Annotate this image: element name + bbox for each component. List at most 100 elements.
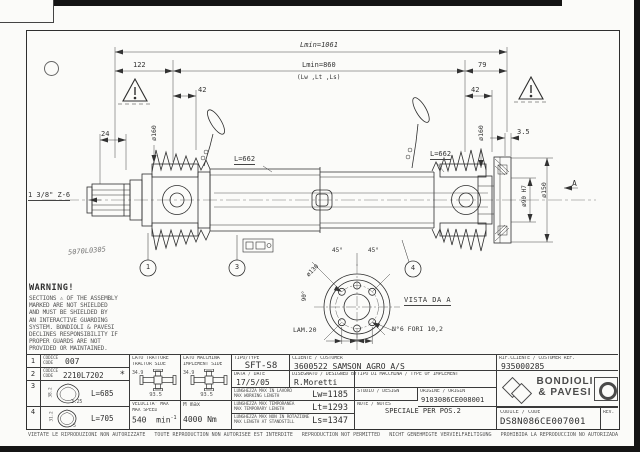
warning-triangle-left-icon [118, 77, 152, 105]
safety-decal-icon [242, 238, 274, 253]
notice-es: PROHIBIDA LA REPRODUCCION NO AUTORIZADA [500, 432, 618, 438]
customer-ref-label: RIF.CLIENTE / CUSTOMER REF. [499, 356, 575, 361]
customer-ref-value: 935000285 [501, 361, 545, 371]
flange-angle-right: 45° [368, 247, 379, 254]
flange-angle-left: 45° [332, 247, 343, 254]
fold-tab [0, 0, 54, 23]
dim-dia160-right: ø160 [477, 125, 485, 141]
code-label: CODICE [43, 356, 59, 361]
flange-view-title: VISTA DA A [404, 296, 452, 306]
part-row-3: 38.2 3.25 L=685 [41, 381, 130, 407]
len-temporary-value: Lt=1293 [312, 403, 348, 413]
date-value: 17/5/05 [236, 378, 270, 387]
designer-value: R.Moretti [294, 378, 338, 387]
cross-width: 34.9 [183, 370, 195, 376]
part-row-num: 2 [26, 368, 41, 381]
studio-cell: STUDIO / DESIGN [355, 388, 418, 401]
notice-en: REPRODUCTION NOT PERMITTED [301, 432, 381, 438]
len-standstill-cell: LUNGHEZZA MAX NON IN ROTAZIONE MAX LENGT… [232, 414, 355, 430]
len-temporary-label: LUNGHEZZA MAX TEMPORANEA [234, 402, 295, 407]
dim-lmin-sub: (Lw ,Lt ,Ls) [297, 74, 341, 81]
len-temporary-label: MAX TEMPORARY LENGTH [234, 407, 285, 412]
notes-cell: NOTE / NOTES SPECIALE PER POS.2 [355, 401, 497, 430]
part-row-4: 31.2 5 L=705 [41, 407, 130, 430]
designer-cell: DISEGNATO / DESIGNED BY R.Moretti [290, 371, 357, 388]
scan-edge-bottom [0, 446, 640, 452]
part-code: 2210L7202 [63, 370, 104, 380]
warning-line: MARKED ARE NOT SHIELDED [29, 302, 108, 310]
warning-line: DECLINES RESPONSIBILITY IF [29, 331, 118, 339]
rev-label: REV. [603, 410, 615, 415]
max-torque-value: 4000 Nm [183, 415, 217, 424]
dim-24: 24 [101, 130, 110, 138]
cross-journal-icon [190, 369, 228, 391]
reproduction-notices: VIETATE LE RIPRODUZIONI NON AUTORIZZATE … [28, 432, 618, 438]
max-speed-value: 540 min-1 [132, 415, 177, 425]
warning-line: PROPER GUARDS ARE NOT [29, 338, 101, 346]
code-label: CODICE [43, 369, 59, 374]
dim-42-left: 42 [198, 86, 207, 94]
dim-42-right: 42 [471, 86, 480, 94]
flange-lam-label: LAM.20 [293, 326, 317, 334]
len-standstill-label: LUNGHEZZA MAX NON IN ROTAZIONE [234, 415, 310, 420]
warning-title: WARNING! [29, 283, 74, 293]
date-label: DATA / DATE [234, 372, 265, 377]
customer-value: 3600522 SAMSON AGRO A/S [294, 361, 405, 371]
cross-length: 93.5 [200, 392, 213, 398]
view-arrow-letter: A [572, 179, 577, 188]
flange-angle-side: 90° [301, 290, 308, 302]
notice-de: NICHT GENEHMIGTE VERVIELFAELTIGUNG [389, 432, 492, 438]
date-cell: DATA / DATE 17/5/05 [232, 371, 290, 388]
len-standstill-value: Ls=1347 [312, 416, 348, 426]
part-star: * [119, 370, 125, 380]
part-row-1: CODICE CODE 007 [41, 355, 130, 368]
type-label: TIPO/TYPE [234, 356, 260, 361]
dim-79: 79 [478, 61, 487, 69]
profile-dim-v: 38.2 [48, 387, 54, 398]
implement-side-label: LATO MACCHINA [183, 356, 220, 361]
part-row-num: 1 [26, 355, 41, 368]
profile-dim-h: 3.25 [71, 399, 83, 405]
dim-tube-left: L=662 [234, 155, 256, 165]
len-working-value: Lw=1185 [312, 390, 348, 400]
spline-spec-label: 1 3/8" Z-6 [28, 191, 71, 201]
brand-badge-icon [594, 377, 618, 401]
code-value: DS8N086CE007001 [500, 417, 586, 427]
tractor-side-label: LATO TRATTORE [132, 356, 169, 361]
origin-cell: ORIGINE / ORIGIN 9103086CE008001 [418, 388, 497, 407]
len-working-label: MAX WORKING LENGTH [234, 394, 280, 399]
dim-lmin-min: Lmin=860 [302, 61, 336, 69]
notes-label: NOTE / NOTES [357, 402, 391, 407]
part-row-num: 3 [26, 381, 41, 407]
designer-label: DISEGNATO / DESIGNED BY [292, 372, 357, 377]
punch-hole [44, 61, 59, 76]
title-band: 1 CODICE CODE 007 2 CODICE CODE 2210L720… [26, 354, 618, 430]
part-length: L=685 [91, 389, 114, 398]
code-label: CODICE / CODE [500, 410, 541, 415]
customer-ref-cell: RIF.CLIENTE / CUSTOMER REF. 935000285 [497, 355, 618, 371]
dim-122: 122 [133, 61, 146, 69]
code-label: CODE [43, 374, 54, 379]
brand-logo-cell: BONDIOLI & PAVESI [497, 371, 618, 407]
warning-block: WARNING! SECTIONS ⚠ OF THE ASSEMBLY MARK… [29, 283, 131, 353]
flange-holes-note: N°6 FORI 10,2 [392, 325, 443, 333]
notice-fr: TOUTE REPRODUCTION NON AUTORISEE EST INT… [154, 432, 293, 438]
dim-dia150: ø150 [540, 182, 548, 198]
len-temporary-cell: LUNGHEZZA MAX TEMPORANEA MAX TEMPORARY L… [232, 401, 355, 414]
studio-label: STUDIO / DESIGN [357, 389, 400, 394]
tractor-side-label: TRACTOR SIDE [132, 361, 166, 367]
len-working-label: LUNGHEZZA MAX IN LAVORO [234, 389, 292, 394]
warning-line: SECTIONS ⚠ OF THE ASSEMBLY [29, 295, 118, 302]
notice-it: VIETATE LE RIPRODUZIONI NON AUTORIZZATE [28, 432, 146, 438]
warning-triangle-right-icon [514, 75, 548, 103]
cross-width: 34.9 [132, 370, 144, 376]
max-torque-label: M max [183, 402, 201, 408]
tube-profile-icon [56, 383, 80, 404]
type-cell: TIPO/TYPE SFT-S8 [232, 355, 290, 371]
len-working-cell: LUNGHEZZA MAX IN LAVORO MAX WORKING LENG… [232, 388, 355, 401]
max-speed-label: VELOCITA' MAX [132, 402, 169, 407]
part-row-num: 4 [26, 407, 41, 430]
sheet-frame [26, 30, 620, 430]
tractor-side-cell: LATO TRATTORE TRACTOR SIDE 34.9 93.5 [130, 355, 181, 401]
